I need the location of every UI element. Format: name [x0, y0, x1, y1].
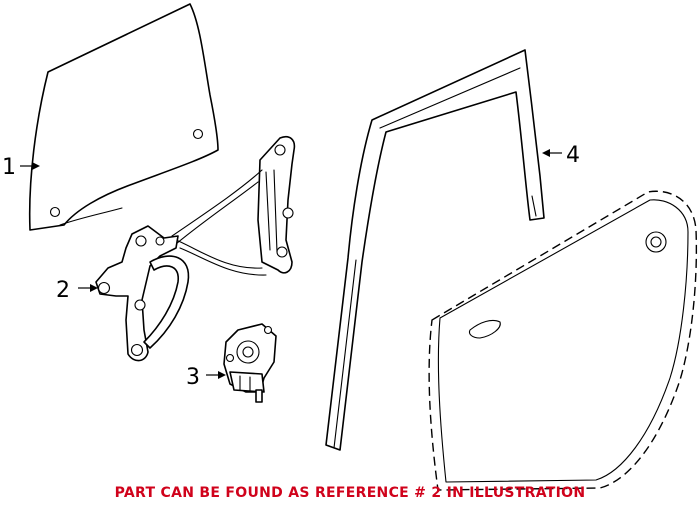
leader-4	[542, 149, 562, 157]
callout-4: 4	[566, 143, 580, 168]
door-glass	[28, 3, 219, 231]
leader-1	[20, 162, 40, 170]
reference-note: PART CAN BE FOUND AS REFERENCE # 2 IN IL…	[115, 485, 586, 501]
leader-3	[206, 371, 226, 379]
door-frame-seal	[325, 49, 545, 451]
door-shell	[428, 190, 698, 491]
window-motor	[223, 323, 277, 403]
leader-2	[78, 284, 98, 292]
callout-2: 2	[56, 278, 70, 303]
callout-1: 1	[2, 155, 16, 180]
window-regulator	[95, 135, 296, 362]
callout-3: 3	[186, 365, 200, 390]
